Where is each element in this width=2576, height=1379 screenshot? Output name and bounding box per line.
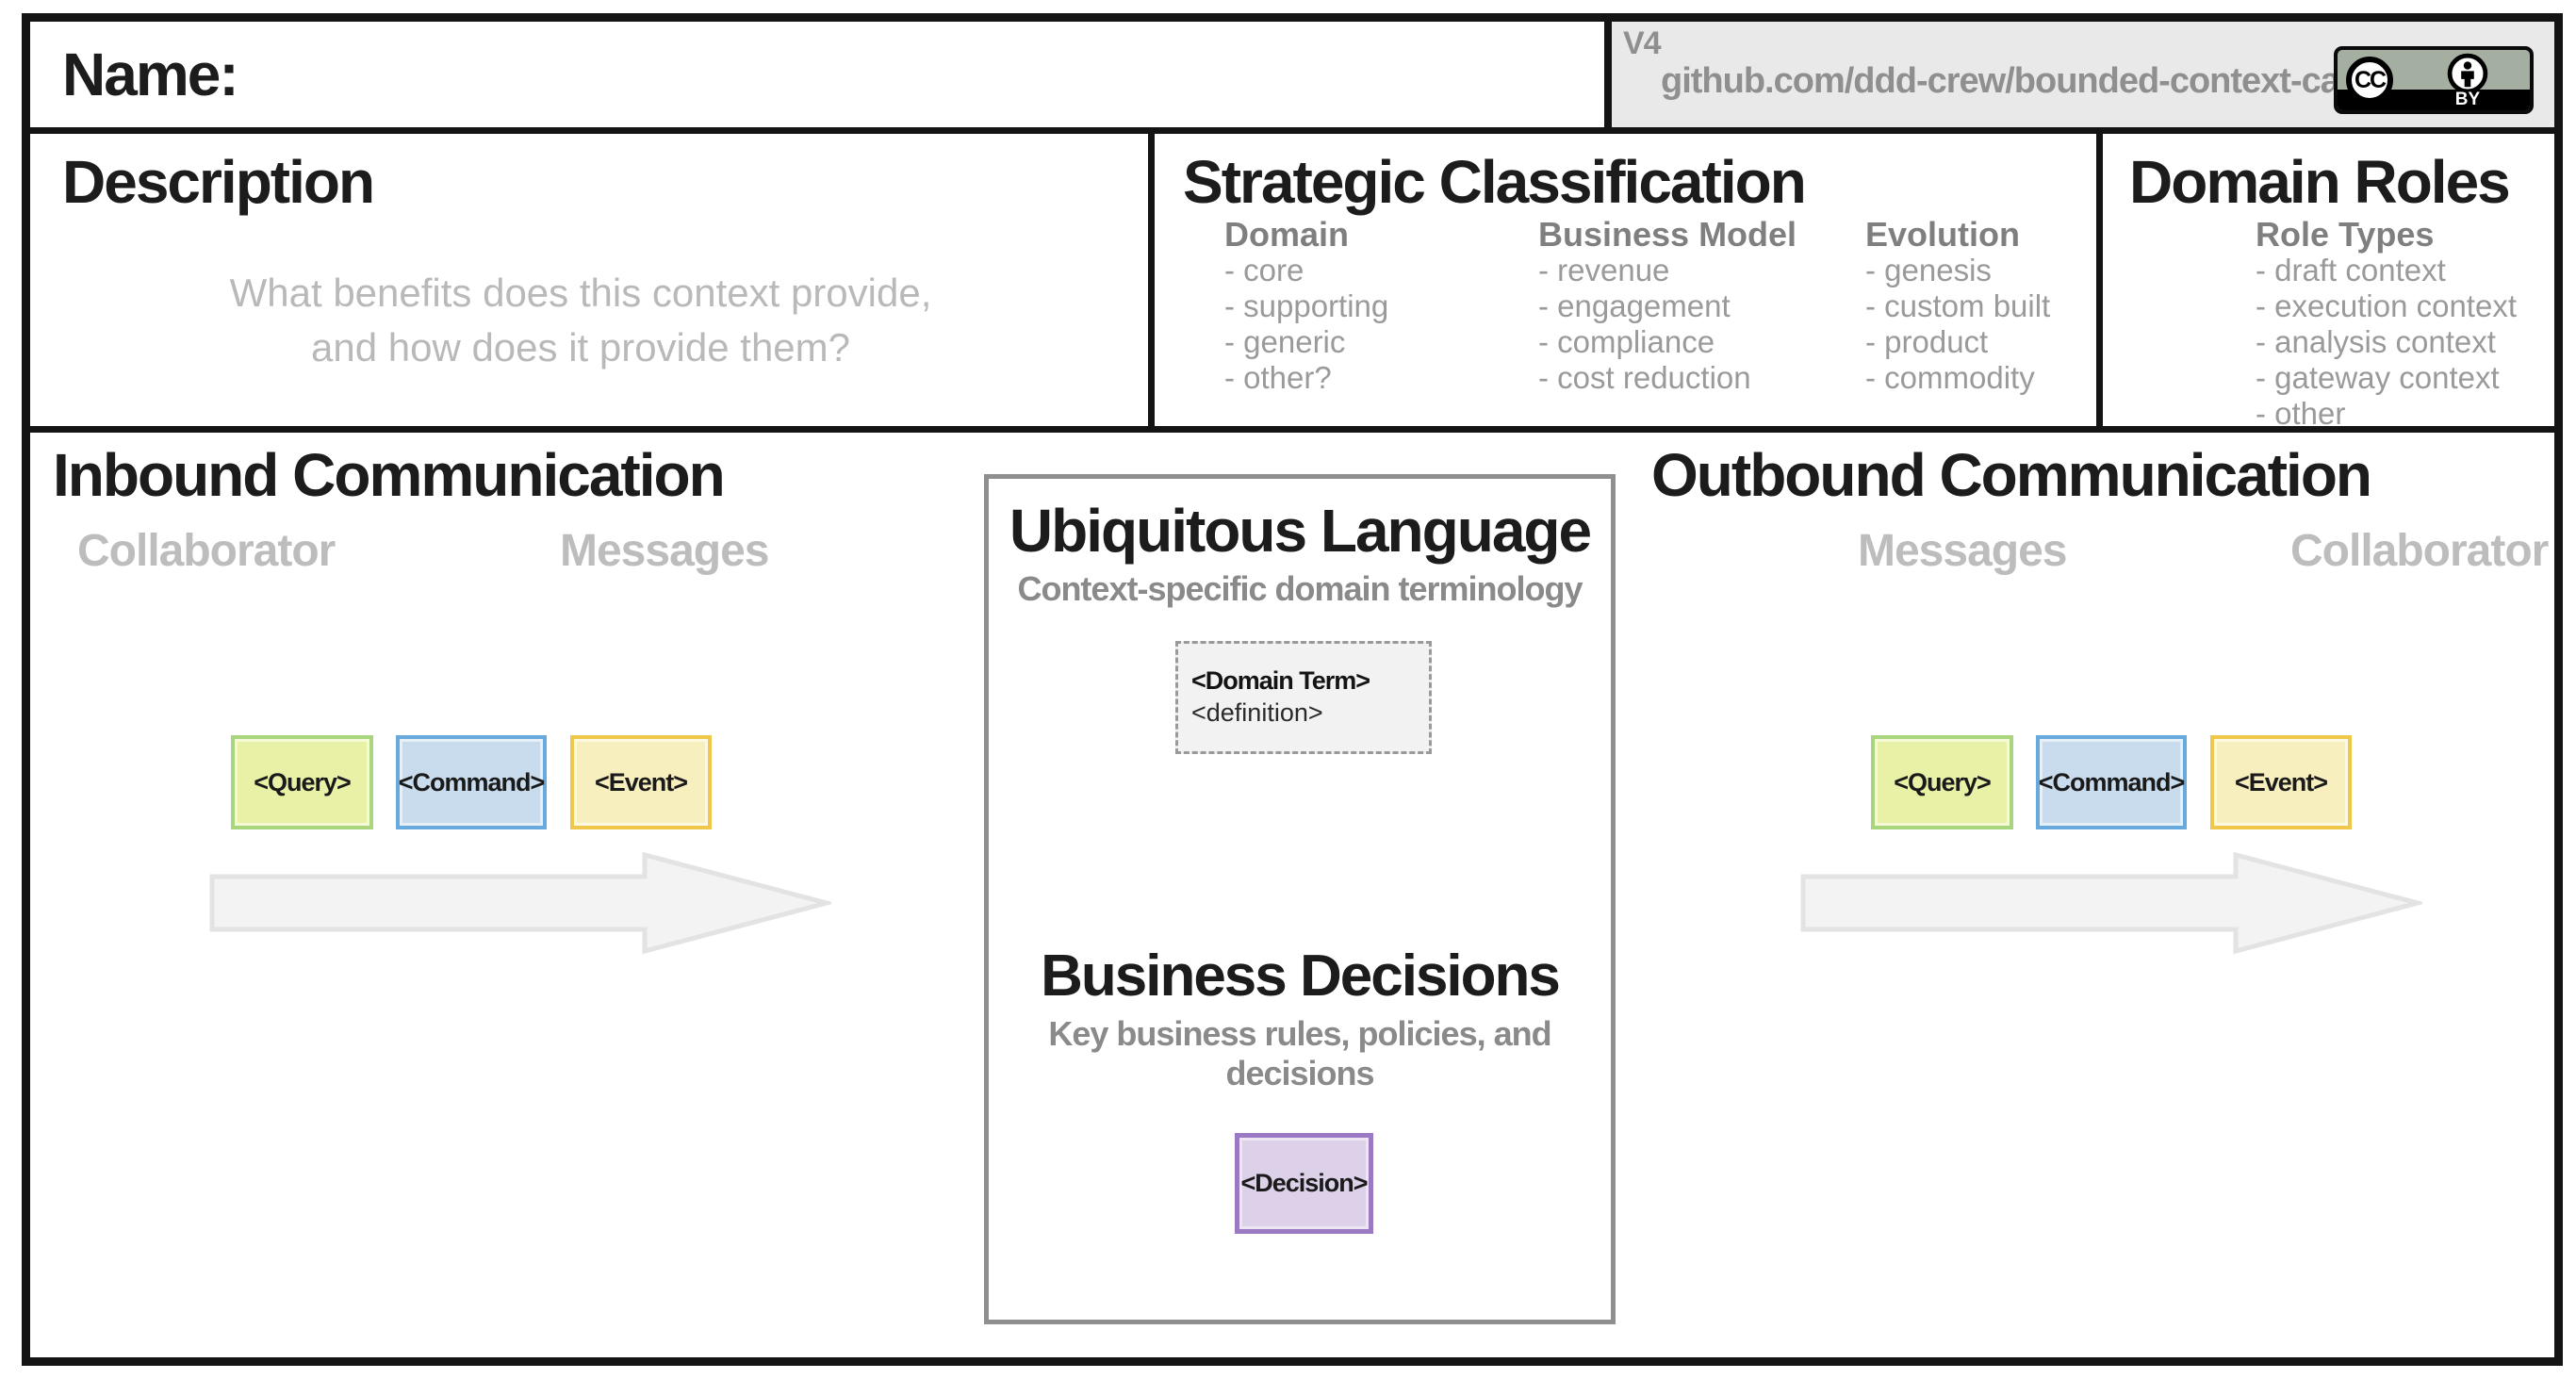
repo-url[interactable]: github.com/ddd-crew/bounded-context-canv… <box>1661 61 2418 101</box>
list-item: - compliance <box>1538 324 1715 359</box>
strategic-column-domain: Domain - core - supporting - generic - o… <box>1224 217 1538 396</box>
description-title: Description <box>62 148 375 216</box>
outbound-flow-arrow <box>1800 851 2422 955</box>
strategic-column-evolution: Evolution - genesis - custom built - pro… <box>1865 217 2096 396</box>
list-item: - other? <box>1224 360 1332 395</box>
column-header: Evolution <box>1865 215 2020 254</box>
domain-roles-section: Domain Roles Role Types - draft context … <box>2103 134 2554 431</box>
list-item: - analysis context <box>2256 324 2496 359</box>
ubiquitous-language-subtitle: Context-specific domain terminology <box>1017 569 1583 608</box>
list-item: - draft context <box>2256 253 2446 287</box>
outbound-collaborator-label: Collaborator <box>2290 526 2549 576</box>
list-item: - genesis <box>1865 253 1992 287</box>
list-item: - generic <box>1224 324 1346 359</box>
business-decisions-subtitle: Key business rules, policies, and decisi… <box>1048 1014 1551 1092</box>
version-section: V4 github.com/ddd-crew/bounded-context-c… <box>1604 22 2554 127</box>
list-item: - revenue <box>1538 253 1670 287</box>
header-row: Name: V4 github.com/ddd-crew/bounded-con… <box>30 22 2554 134</box>
strategic-classification-section: Strategic Classification Domain - core -… <box>1155 134 2103 426</box>
attribution-person-icon <box>2447 53 2488 94</box>
communication-area: Inbound Communication Collaborator Messa… <box>30 433 2554 1357</box>
version-label: V4 <box>1623 25 1662 61</box>
outbound-event-box[interactable]: <Event> <box>2210 735 2352 829</box>
inbound-collaborator-label: Collaborator <box>77 526 336 576</box>
cc-icon: CC <box>2346 57 2393 104</box>
inbound-messages-label: Messages <box>560 526 769 576</box>
domain-term-title: <Domain Term> <box>1191 666 1370 695</box>
outbound-messages-label: Messages <box>1858 526 2067 576</box>
inbound-query-box[interactable]: <Query> <box>231 735 373 829</box>
list-item: - other <box>2256 396 2346 431</box>
outbound-query-box[interactable]: <Query> <box>1871 735 2013 829</box>
strategic-column-business-model: Business Model - revenue - engagement - … <box>1538 217 1865 396</box>
cc-by-label: BY <box>2454 90 2481 109</box>
domain-term-box[interactable]: <Domain Term> <definition> <box>1175 641 1432 754</box>
outbound-communication-title: Outbound Communication <box>1651 441 2372 509</box>
inbound-communication-title: Inbound Communication <box>53 441 726 509</box>
domain-term-definition: <definition> <box>1191 698 1323 727</box>
ubiquitous-language-title: Ubiquitous Language <box>1009 497 1592 565</box>
column-header: Domain <box>1224 215 1350 254</box>
bounded-context-canvas-frame: Name: V4 github.com/ddd-crew/bounded-con… <box>22 13 2563 1366</box>
classification-row: Description What benefits does this cont… <box>30 134 2554 433</box>
list-item: - engagement <box>1538 288 1731 323</box>
role-types-list: Role Types - draft context - execution c… <box>2129 217 2554 432</box>
role-types-header: Role Types <box>2256 215 2435 254</box>
placeholder-line: and how does it provide them? <box>310 325 851 369</box>
placeholder-line: What benefits does this context provide, <box>229 271 932 315</box>
list-item: - commodity <box>1865 360 2035 395</box>
description-section[interactable]: Description What benefits does this cont… <box>30 134 1155 426</box>
business-decisions-title: Business Decisions <box>1041 944 1561 1009</box>
description-placeholder: What benefits does this context provide,… <box>62 266 1099 375</box>
ubiquitous-language-panel: Ubiquitous Language Context-specific dom… <box>984 474 1616 1324</box>
inbound-flow-arrow <box>209 851 831 955</box>
strategic-classification-title: Strategic Classification <box>1183 148 1807 216</box>
decision-box[interactable]: <Decision> <box>1235 1133 1373 1234</box>
list-item: - cost reduction <box>1538 360 1751 395</box>
strategic-columns: Domain - core - supporting - generic - o… <box>1183 217 2096 396</box>
name-label: Name: <box>62 41 239 108</box>
column-header: Business Model <box>1538 215 1797 254</box>
list-item: - execution context <box>2256 288 2517 323</box>
list-item: - gateway context <box>2256 360 2500 395</box>
list-item: - product <box>1865 324 1989 359</box>
list-item: - supporting <box>1224 288 1389 323</box>
list-item: - core <box>1224 253 1304 287</box>
name-section[interactable]: Name: <box>30 22 1604 127</box>
inbound-command-box[interactable]: <Command> <box>396 735 547 829</box>
domain-roles-title: Domain Roles <box>2129 148 2511 216</box>
outbound-command-box[interactable]: <Command> <box>2036 735 2187 829</box>
cc-by-license-badge[interactable]: CC BY <box>2334 46 2534 114</box>
list-item: - custom built <box>1865 288 2051 323</box>
inbound-event-box[interactable]: <Event> <box>570 735 712 829</box>
